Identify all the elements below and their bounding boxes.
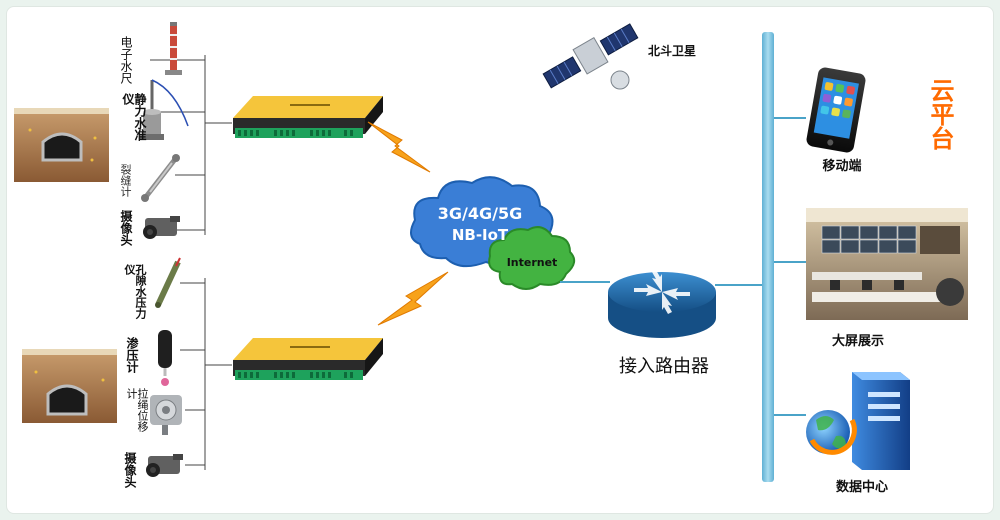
sensor-label-wire-displacement: 拉绳位移计	[125, 388, 149, 432]
sensor-label-water-gauge: 电子水尺	[119, 36, 133, 84]
wiring-group-2	[180, 278, 232, 470]
network-nbiot-label: NB-IoT	[451, 226, 509, 244]
sensor-label-camera-2: 摄像头	[123, 452, 137, 488]
camera-icon	[146, 454, 183, 477]
satellite-icon	[542, 23, 639, 90]
big-screen-label: 大屏展示	[831, 334, 884, 349]
server-icon	[806, 372, 910, 470]
hydrostatic-level-icon	[140, 79, 189, 140]
router-icon	[608, 270, 716, 338]
datacenter-label: 数据中心	[835, 480, 888, 495]
water-gauge-icon	[165, 22, 182, 75]
sensor-label-camera-1: 摄像头	[119, 210, 133, 246]
satellite-label: 北斗卫星	[648, 44, 697, 58]
pore-pressure-icon	[155, 257, 181, 308]
wireless-lightning-icon	[367, 121, 431, 173]
sensor-label-piezometer: 渗压计	[125, 337, 139, 373]
wire-displacement-icon	[150, 395, 182, 435]
piezometer-icon	[158, 330, 172, 386]
control-room-icon	[806, 208, 968, 320]
tunnel-section-2	[22, 349, 117, 423]
network-cellular-label: 3G/4G/5G	[437, 204, 523, 223]
gateway-device-1	[233, 96, 383, 138]
crack-meter-icon	[141, 154, 180, 202]
router-label: 接入路由器	[619, 356, 709, 377]
smartphone-icon	[806, 67, 866, 153]
tunnel-section-1	[14, 108, 109, 182]
internet-cloud	[488, 226, 576, 290]
sensor-label-hydrostatic-level: 静力水准仪	[121, 93, 147, 141]
camera-icon	[143, 216, 180, 239]
sensor-label-crack-meter: 裂缝计	[119, 164, 132, 197]
network-bus	[762, 32, 774, 482]
gateway-device-2	[233, 338, 383, 380]
network-internet-label: Internet	[506, 256, 558, 269]
sensor-label-pore-pressure: 孔隙水压力仪	[123, 264, 147, 319]
mobile-terminal-label: 移动端	[822, 159, 862, 174]
wireless-lightning-icon	[377, 271, 449, 326]
wiring-group-1	[150, 55, 232, 235]
cloud-platform-title: 云平台	[926, 78, 954, 150]
